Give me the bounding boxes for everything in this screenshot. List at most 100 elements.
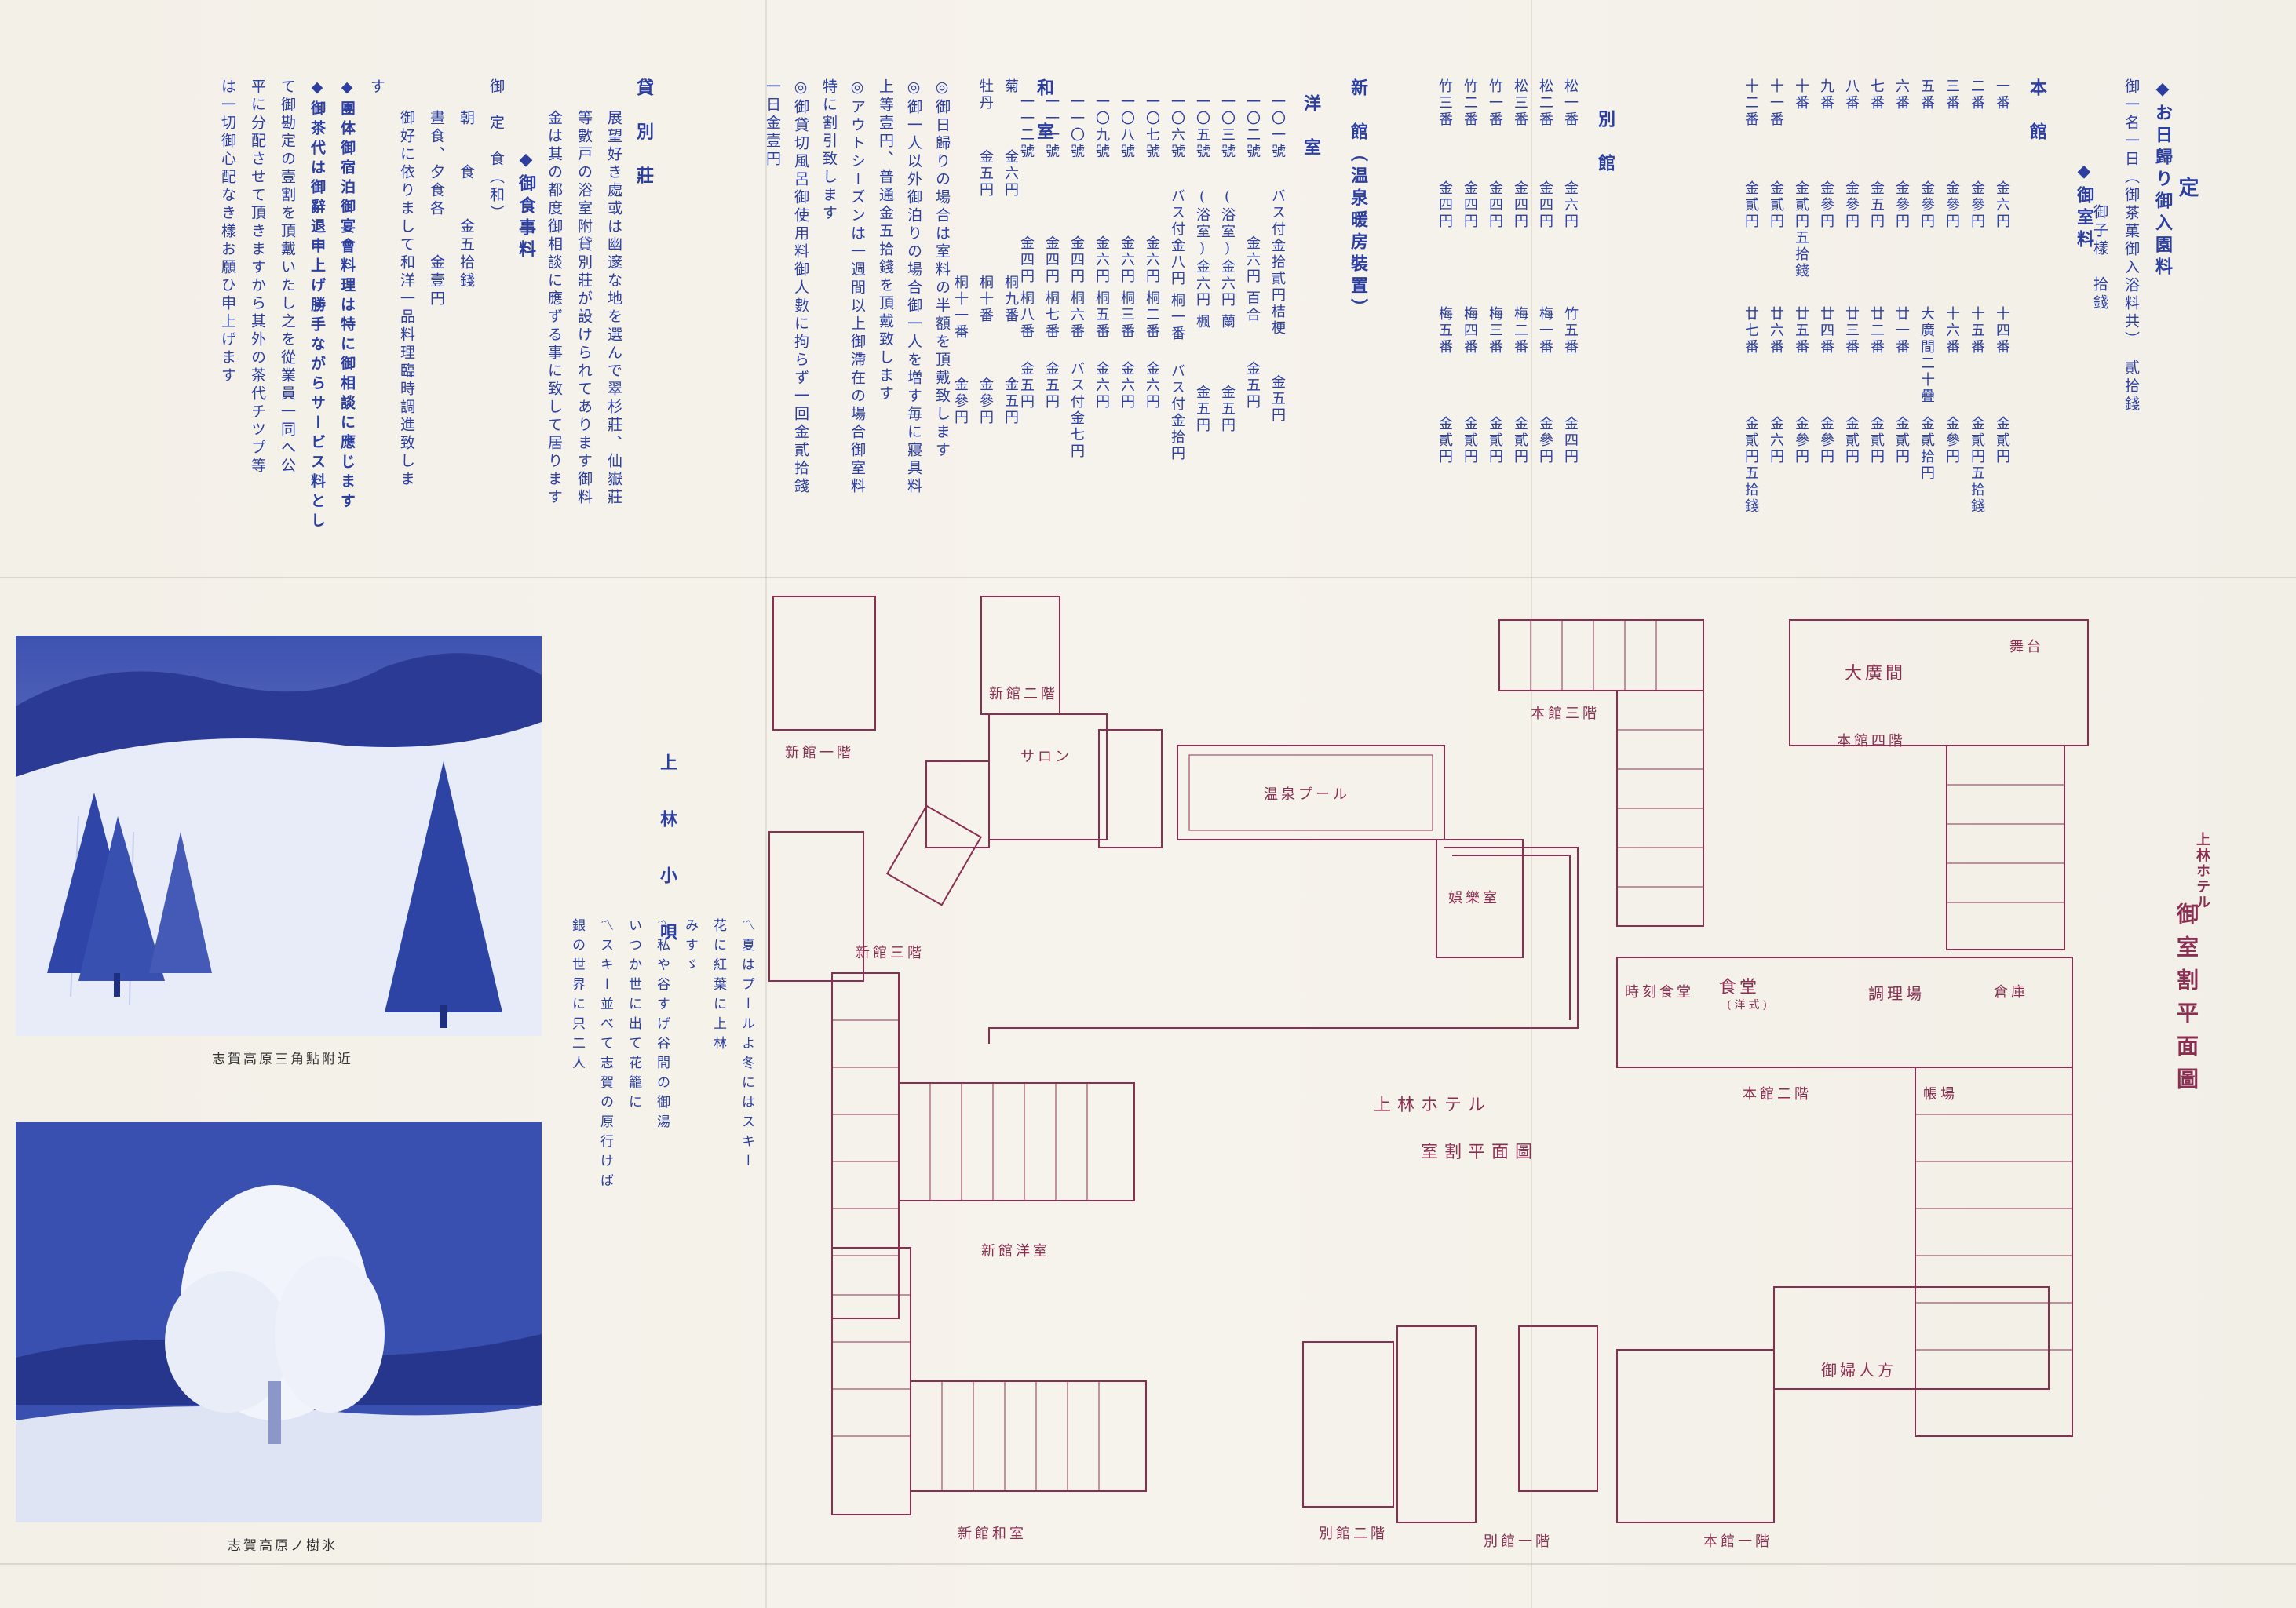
label-shinkan-western: 新館洋室: [981, 1243, 1050, 1260]
honkan-cell: 金參円: [1818, 180, 1834, 230]
song-title: 上 林 小 唄: [657, 753, 677, 951]
bekkan-cell: 金貳円: [1436, 416, 1453, 465]
western-cell: 桐八番: [1018, 290, 1035, 340]
fold-line-bottom: [0, 1563, 2296, 1565]
bekkan-cell: 松二番: [1537, 78, 1553, 128]
plan-hotel-name: 上林ホテル: [2194, 832, 2210, 910]
notes-section: ◎御日歸りの場合は室料の半額を頂戴致します◎御一人以外御泊りの場合御一人を増す毎…: [761, 78, 954, 496]
song-line: いつか世に出て花籠に: [626, 918, 641, 1114]
meals-tea-3: 平に分配させて頂きますから其外の茶代チツプ等: [249, 78, 266, 476]
western-cell: [1115, 188, 1137, 235]
bekkan-row: 竹二番金四円梅四番金貳円: [1458, 78, 1480, 534]
japanese-cell: 金五円: [977, 149, 994, 199]
song-line: 〽夏はプールよ冬にはスキー: [739, 918, 754, 1173]
honkan-row: 九番金參円廿四番金參円: [1815, 78, 1837, 534]
honkan-row: 三番金參円十六番金參円: [1940, 78, 1962, 534]
villa-line: 展望好き處或は幽邃な地を選んで翠杉莊、仙嶽莊: [605, 110, 622, 507]
japanese-cell: 牡丹: [977, 78, 994, 111]
honkan-cell: 三番: [1944, 78, 1960, 111]
label-bekkan-1f: 別館一階: [1484, 1533, 1553, 1550]
label-shinkan-3f: 新館三階: [856, 945, 925, 961]
japanese-cell: 金五円: [1002, 377, 1019, 426]
villa-lines: 展望好き處或は幽邃な地を選んで翠杉莊、仙嶽莊等數戸の浴室附貸別莊が設けられてあり…: [542, 78, 626, 507]
honkan-cell: 金參円: [1944, 180, 1960, 230]
honkan-cell: 十四番: [1994, 306, 2010, 356]
song-line: 〽私や谷すげ谷間の御湯: [654, 918, 670, 1134]
bekkan-cell: 松三番: [1512, 78, 1528, 128]
label-shinkan-2f: 新館二階: [989, 686, 1058, 702]
western-cell: 桐一番: [1169, 293, 1185, 342]
bekkan-cell: 金六円: [1562, 180, 1579, 230]
bekkan-cell: 梅一番: [1537, 306, 1553, 356]
western-cell: 百合: [1244, 290, 1261, 323]
note-line: ◎御貸切風呂御使用料御人數に拘らず一回金貳拾錢: [792, 78, 809, 496]
honkan-cell: 金參円: [1918, 180, 1935, 230]
label-warehouse: 倉庫: [1994, 984, 2028, 1001]
bekkan-row: 竹三番金四円梅五番金貳円: [1433, 78, 1455, 534]
note-line: ◎御日歸りの場合は室料の半額を頂戴致します: [933, 78, 951, 460]
bekkan-cell: 竹一番: [1487, 78, 1503, 128]
song-line: みすゞ: [682, 918, 698, 977]
western-cell: 金六円: [1093, 361, 1110, 410]
room-rates-heading: ◆御室料: [2074, 161, 2094, 252]
western-cell: 金拾円: [1169, 413, 1185, 462]
honkan-row: 十一番金貳円廿六番金六円: [1765, 78, 1787, 534]
photo-sankakuten: [16, 636, 542, 1036]
western-cell: 蘭: [1219, 314, 1236, 330]
honkan-row: 五番金參円大廣間二十疊金貳拾円: [1915, 78, 1937, 534]
admission-line-2: 御子樣 拾錢: [2091, 204, 2108, 312]
honkan-cell: 金參円: [1893, 180, 1910, 230]
label-dining-sub: (洋式): [1727, 999, 1770, 1012]
honkan-row: 一番金六円十四番金貳円: [1991, 78, 2013, 534]
western-row: 一〇五號(浴室)金六円楓金五円: [1191, 94, 1213, 462]
western-cell: 金四円: [1068, 235, 1085, 285]
honkan-row: 六番金參円廿一番金貳円: [1890, 78, 1912, 534]
western-cell: [1141, 188, 1163, 235]
western-row: 一〇九號金六円桐五番金六円: [1090, 94, 1112, 462]
japanese-cell: 桐九番: [1002, 275, 1019, 324]
western-row: 一〇二號金六円百合金五円: [1241, 94, 1263, 462]
fold-line-left: [765, 0, 767, 1608]
western-row: 一〇一號バス付金拾貳円桔梗金五円: [1266, 94, 1288, 462]
meals-tea-2: て御勘定の壹割を頂戴いたし之を從業員一同へ公: [279, 78, 296, 476]
western-cell: バス付: [1068, 361, 1085, 410]
western-cell: 一〇九號: [1093, 94, 1110, 160]
japanese-rows: 菊金六円桐九番金五円牡丹金五円桐十番金參円桐十一番金參円: [946, 78, 1021, 494]
shinkan-japanese-label: 和 室: [1034, 78, 1054, 144]
honkan-cell: 金貳円五拾錢: [1793, 180, 1809, 279]
bekkan-rows: 松一番金六円竹五番金四円松二番金四円梅一番金參円松三番金四円梅二番金貳円竹一番金…: [1430, 78, 1581, 534]
japanese-cell: 桐十一番: [952, 275, 969, 341]
western-cell: 桐五番: [1093, 290, 1110, 340]
bekkan-cell: 金四円: [1462, 180, 1478, 230]
western-cell: 金六円: [1194, 259, 1210, 308]
label-honkan-2f: 本館二階: [1743, 1086, 1812, 1103]
fold-line-horizontal: [0, 577, 2296, 578]
honkan-cell: 金貳円五拾錢: [1969, 416, 1985, 515]
western-cell: (浴室): [1194, 188, 1210, 259]
japanese-row: 桐十一番金參円: [949, 78, 971, 494]
honkan-cell: 二番: [1969, 78, 1985, 111]
admission-heading: ◆お日歸り御入園料: [2152, 78, 2173, 279]
meals-note-2: す: [368, 78, 385, 97]
label-big-hall: 大廣間: [1845, 664, 1907, 684]
floor-plan-drawing: [768, 596, 2089, 1523]
shinkan-label: 新 館（温泉暖房裝置）: [1348, 78, 1368, 320]
honkan-cell: 金五円: [1868, 180, 1885, 230]
western-cell: 金六円: [1119, 361, 1135, 410]
bekkan-row: 松一番金六円竹五番金四円: [1559, 78, 1581, 534]
bekkan-cell: 梅三番: [1487, 306, 1503, 356]
western-cell: 楓: [1194, 314, 1210, 330]
label-pool: 温泉プール: [1264, 786, 1350, 803]
western-cell: バス付: [1269, 188, 1286, 238]
japanese-row: 牡丹金五円桐十番金參円: [974, 78, 996, 494]
bekkan-cell: 松一番: [1562, 78, 1579, 128]
label-dining-jp: 時刻食堂: [1625, 984, 1694, 1001]
western-row: 一一〇號金四円桐六番バス付金七円: [1065, 94, 1087, 462]
honkan-cell: 金參円: [1843, 180, 1860, 230]
honkan-cell: 五番: [1918, 78, 1935, 111]
western-cell: 桔梗: [1269, 304, 1286, 337]
honkan-cell: 大廣間二十疊: [1918, 306, 1935, 405]
plan-title: 御室割平面圖: [2174, 902, 2199, 1100]
bekkan-cell: 金四円: [1562, 416, 1579, 465]
bekkan-cell: 梅四番: [1462, 306, 1478, 356]
